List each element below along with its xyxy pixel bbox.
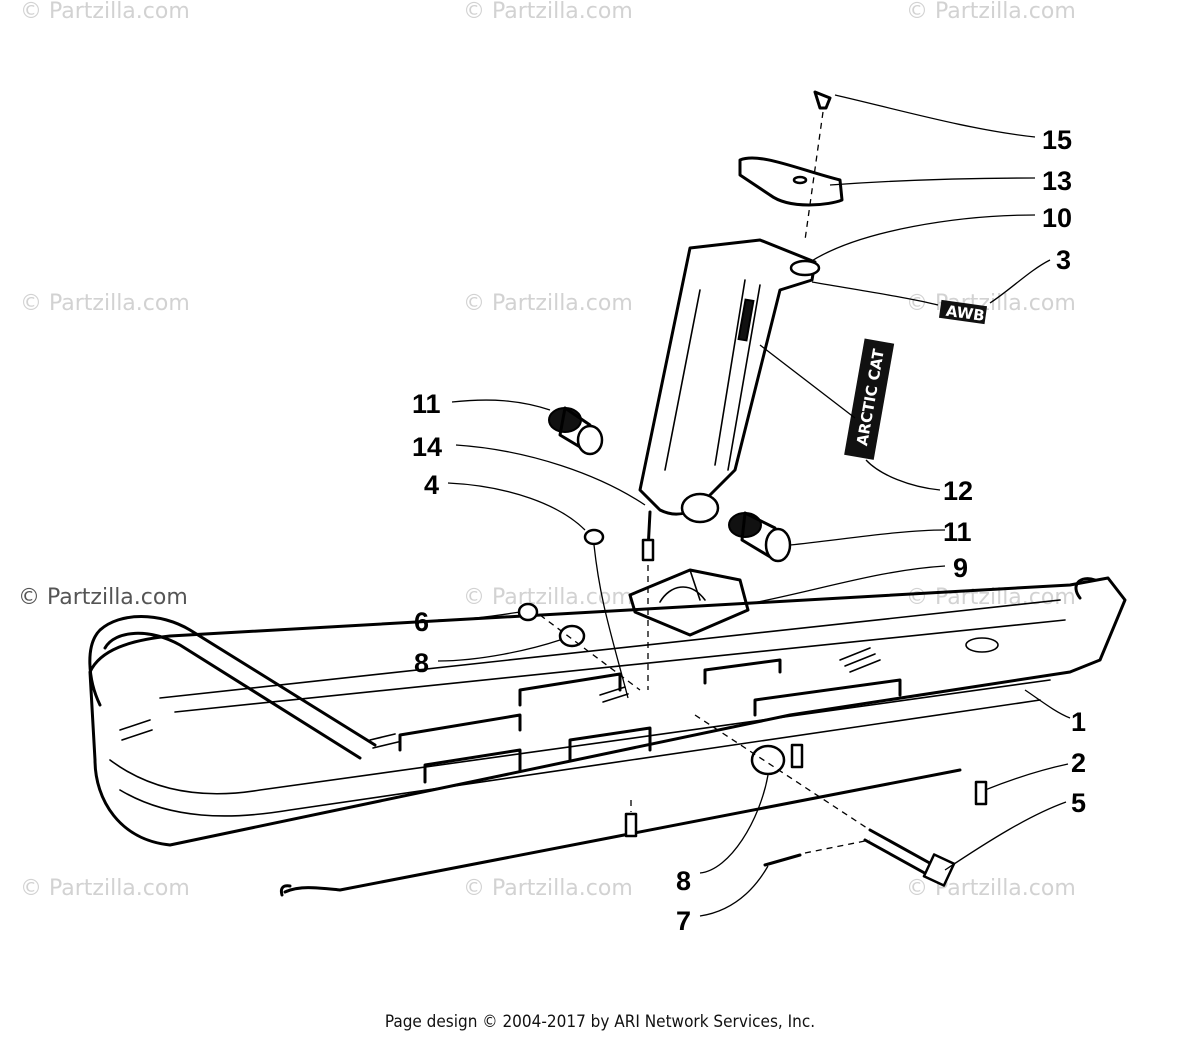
callouts: 15 13 10 3 11 14 4 12 11 9 6 8 1 2 5 8 7 (412, 125, 1086, 936)
callout-9: 9 (953, 553, 968, 583)
ski-saddle (628, 568, 750, 637)
nut-4 (583, 528, 605, 546)
callout-13: 13 (1042, 166, 1072, 196)
callout-8-upper: 8 (414, 648, 429, 678)
washer-8-upper (558, 624, 586, 648)
cotter-pin-7 (763, 853, 802, 867)
callout-14: 14 (412, 432, 442, 462)
bushing-upper (548, 406, 604, 456)
callout-6: 6 (414, 607, 429, 637)
callout-4: 4 (424, 470, 439, 500)
watermark-3: © Partzilla.com (906, 0, 1076, 24)
wear-bar (279, 743, 988, 897)
watermark-7: © Partzilla.com (18, 585, 188, 610)
callout-8-lower: 8 (676, 866, 691, 896)
callout-2: 2 (1071, 748, 1086, 778)
leader-lines (437, 94, 1071, 917)
callout-1: 1 (1071, 707, 1086, 737)
locknut-6 (517, 602, 539, 622)
ski-body (88, 576, 1127, 847)
spindle-cap (738, 156, 844, 207)
bushing-lower (728, 511, 792, 563)
watermarks: © Partzilla.com © Partzilla.com © Partzi… (18, 0, 1076, 901)
decal-awb: AWB (938, 299, 988, 325)
bolt-5 (694, 714, 956, 887)
spindle-housing (638, 238, 821, 524)
watermark-2: © Partzilla.com (463, 0, 633, 24)
callout-7: 7 (676, 906, 691, 936)
callout-11-lower: 11 (943, 517, 972, 547)
watermark-4: © Partzilla.com (20, 291, 190, 316)
watermark-8: © Partzilla.com (463, 585, 633, 610)
callout-15: 15 (1042, 125, 1072, 155)
ski-handle (88, 615, 377, 760)
callout-3: 3 (1056, 245, 1071, 275)
watermark-1: © Partzilla.com (20, 0, 190, 24)
footer-copyright: Page design © 2004-2017 by ARI Network S… (384, 1012, 816, 1032)
callout-10: 10 (1042, 203, 1072, 233)
callout-11-upper: 11 (412, 389, 441, 419)
callout-5: 5 (1071, 788, 1086, 818)
cap-screw (804, 90, 832, 241)
watermark-5: © Partzilla.com (463, 291, 633, 316)
washer-8-lower (750, 744, 786, 776)
callout-12: 12 (943, 476, 973, 506)
decal-arctic-cat: ARCTIC CAT (844, 338, 895, 460)
parts-diagram: © Partzilla.com © Partzilla.com © Partzi… (18, 0, 1127, 936)
watermark-10: © Partzilla.com (20, 876, 190, 901)
decal-awb-text: AWB (945, 302, 986, 325)
watermark-11: © Partzilla.com (463, 876, 633, 901)
rivet (641, 510, 655, 690)
